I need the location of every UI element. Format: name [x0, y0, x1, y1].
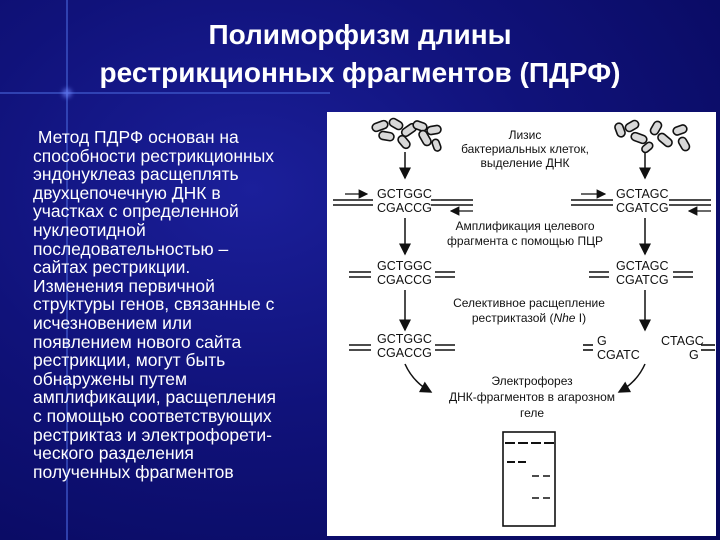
body-line: сайтах рестрикции.: [33, 257, 191, 278]
seq-cut-right-top: CTAGC: [661, 334, 704, 348]
seq-right-bottom-2: CGATCG: [616, 273, 669, 287]
body-line: Метод ПДРФ основан на: [33, 127, 239, 147]
seq-left-bottom-3: CGACCG: [377, 346, 432, 360]
body-line: обнаружены путем: [33, 368, 187, 389]
seq-cut-right-bottom: G: [689, 348, 699, 362]
body-line: исчезновением или: [33, 312, 192, 333]
body-line: рестрикции, могут быть: [33, 350, 226, 371]
arrow-curve-right: [617, 363, 646, 393]
body-line: появлением нового сайта: [33, 331, 242, 352]
ep-label-3: геле: [520, 406, 544, 420]
seq-left-top-1: GCTGGC: [377, 187, 432, 201]
body-line: полученных фрагментов: [33, 461, 234, 482]
decor-horizontal-line: [0, 92, 330, 94]
bacteria-left-icon: [371, 117, 442, 152]
body-line: участках с определенной: [33, 201, 239, 222]
body-line: эндонуклеаз расщеплять: [33, 164, 239, 185]
sel-label-2: рестриктазой (Nhe I): [472, 311, 586, 325]
ep-label-2: ДНК-фрагментов в агарозном: [449, 390, 615, 404]
sel-label-2b: I): [575, 311, 586, 325]
decor-vertical-line: [66, 0, 68, 540]
body-line: нуклеотидной: [33, 219, 146, 240]
seq-left-bottom-1: CGACCG: [377, 201, 432, 215]
rflp-diagram: Лизис бактериальных клеток, выделение ДН…: [327, 112, 716, 536]
lysis-label-1: Лизис: [509, 128, 542, 142]
body-line: с помощью соответствующих: [33, 405, 272, 426]
slide-title: Полиморфизм длины рестрикционных фрагмен…: [0, 16, 720, 92]
title-line-1: Полиморфизм длины: [208, 19, 512, 50]
body-line: рестриктаз и электрофорети-: [33, 424, 272, 445]
body-line: способности рестрикционных: [33, 145, 275, 166]
bacteria-right-icon: [614, 119, 691, 154]
seq-cut-left-bottom: CGATC: [597, 348, 640, 362]
seq-cut-left-top: G: [597, 334, 607, 348]
arrow-curve-left: [404, 363, 433, 393]
sel-label-2a: рестриктазой (: [472, 311, 554, 325]
seq-left-top-3: GCTGGC: [377, 332, 432, 346]
body-line: Изменения первичной: [33, 275, 215, 296]
body-line: последовательностью –: [33, 238, 229, 259]
amp-label-1: Амплификация целевого: [455, 219, 594, 233]
seq-left-bottom-2: CGACCG: [377, 273, 432, 287]
seq-right-top-1: GCTAGC: [616, 187, 669, 201]
decor-glow: [62, 88, 72, 98]
body-line: ческого разделения: [33, 443, 194, 464]
body-line: амплификации, расщепления: [33, 387, 276, 408]
body-line: структуры генов, связанные с: [33, 294, 275, 315]
body-line: двухцепочечную ДНК в: [33, 182, 221, 203]
amp-label-2: фрагмента с помощью ПЦР: [447, 234, 603, 248]
lysis-label-2: бактериальных клеток,: [461, 142, 589, 156]
lysis-label-3: выделение ДНК: [480, 156, 569, 170]
seq-right-bottom-1: CGATCG: [616, 201, 669, 215]
gel-icon: [502, 431, 556, 527]
sel-enzyme: Nhe: [553, 311, 575, 325]
seq-left-top-2: GCTGGC: [377, 259, 432, 273]
title-line-2: рестрикционных фрагментов (ПДРФ): [99, 57, 621, 88]
sel-label-1: Селективное расщепление: [453, 296, 605, 310]
ep-label-1: Электрофорез: [491, 374, 573, 388]
seq-right-top-2: GCTAGC: [616, 259, 669, 273]
rflp-diagram-svg: Лизис бактериальных клеток, выделение ДН…: [333, 117, 715, 527]
